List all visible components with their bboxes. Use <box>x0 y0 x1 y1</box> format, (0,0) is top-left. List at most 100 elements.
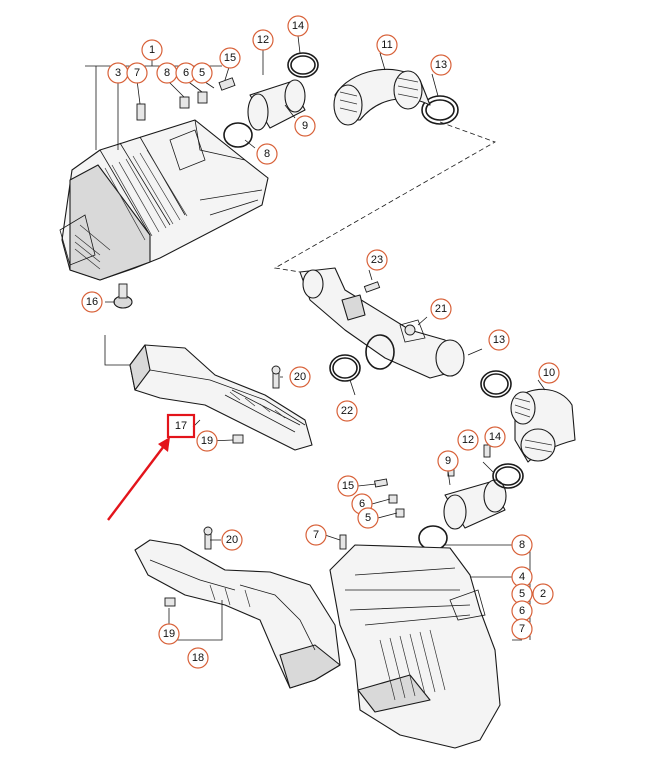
callout-8: 8 <box>256 143 278 165</box>
callout-circle <box>430 298 452 320</box>
callout-19: 19 <box>196 430 218 452</box>
callout-label: 11 <box>381 39 392 51</box>
callout-9: 9 <box>294 115 316 137</box>
callout-15: 15 <box>337 475 359 497</box>
hose-clamp-13-top <box>421 95 459 125</box>
callout-19: 19 <box>158 623 180 645</box>
callout-label: 13 <box>493 334 505 346</box>
callout-circle <box>126 62 148 84</box>
callout-16: 16 <box>81 291 103 313</box>
callout-label: 6 <box>183 67 189 79</box>
callout-label: 23 <box>371 254 383 266</box>
callout-label: 12 <box>257 34 269 46</box>
callout-circle <box>376 34 398 56</box>
callout-label: 3 <box>115 67 121 79</box>
pointer-arrowhead <box>158 437 170 452</box>
callout-circle <box>221 529 243 551</box>
callout-circle <box>511 618 533 640</box>
callout-label: 9 <box>302 120 308 132</box>
callout-5: 5 <box>357 507 379 529</box>
intake-hose-11 <box>333 68 431 126</box>
callout-4: 4 <box>511 566 533 588</box>
callout-13: 13 <box>488 329 510 351</box>
callout-circle <box>196 430 218 452</box>
callout-circle <box>141 39 163 61</box>
callout-label: 7 <box>313 529 319 541</box>
air-guide-17 <box>129 344 313 451</box>
callout-circle <box>430 54 452 76</box>
callout-label: 6 <box>519 605 525 617</box>
callout-label: 18 <box>192 652 204 664</box>
air-filter-housing-upper <box>59 119 269 281</box>
callout-circle <box>488 329 510 351</box>
hose-clamp-14-lower <box>492 463 524 489</box>
clip-19-lower <box>164 597 176 607</box>
callout-label: 1 <box>149 44 155 56</box>
sealing-ring-center <box>365 334 395 370</box>
callout-circle <box>287 15 309 37</box>
callout-12: 12 <box>457 429 479 451</box>
callout-label: 14 <box>292 20 304 32</box>
callout-circle <box>256 143 278 165</box>
callout-label: 20 <box>294 371 306 383</box>
callout-label: 5 <box>519 588 525 600</box>
callout-13: 13 <box>430 54 452 76</box>
highlight-box-part-17 <box>166 413 196 439</box>
callout-circle <box>511 534 533 556</box>
callout-12: 12 <box>252 29 274 51</box>
callout-22: 22 <box>336 400 358 422</box>
callout-label: 15 <box>342 480 354 492</box>
screw-23 <box>363 281 381 293</box>
callout-label: 17 <box>175 420 187 432</box>
callout-circle <box>305 524 327 546</box>
callout-7: 7 <box>126 62 148 84</box>
callout-circle <box>457 429 479 451</box>
air-filter-housing-lower <box>329 544 501 749</box>
maf-sensor-top <box>247 79 306 131</box>
callout-circle <box>158 623 180 645</box>
callout-label: 8 <box>519 539 525 551</box>
callout-20: 20 <box>289 366 311 388</box>
intake-pipe-21 <box>299 267 465 379</box>
callout-circle <box>484 426 506 448</box>
callout-8: 8 <box>511 534 533 556</box>
callout-label: 5 <box>199 67 205 79</box>
callout-label: 10 <box>543 367 555 379</box>
callout-circle <box>437 450 459 472</box>
callout-label: 14 <box>489 431 501 443</box>
intake-hose-10 <box>510 388 576 463</box>
hose-clamp-14-top <box>287 52 319 78</box>
callout-circle <box>336 400 358 422</box>
callout-6: 6 <box>511 600 533 622</box>
callout-circle <box>294 115 316 137</box>
callout-label: 22 <box>341 405 353 417</box>
callout-circle <box>191 62 213 84</box>
clip-19-mid <box>232 434 244 444</box>
maf-sensor-lower <box>443 479 507 530</box>
callout-1: 1 <box>141 39 163 61</box>
callout-14: 14 <box>287 15 309 37</box>
hose-clamp-13-mid <box>480 370 512 398</box>
callout-15: 15 <box>219 47 241 69</box>
callout-circle <box>538 362 560 384</box>
callout-circle <box>357 507 379 529</box>
screw-20-mid <box>271 365 281 389</box>
callout-7: 7 <box>511 618 533 640</box>
callout-label: 12 <box>462 434 474 446</box>
leader-lines <box>85 35 546 641</box>
callout-circle <box>187 647 209 669</box>
callout-7: 7 <box>305 524 327 546</box>
callout-2: 2 <box>532 583 554 605</box>
callout-circle <box>252 29 274 51</box>
callout-5: 5 <box>191 62 213 84</box>
callout-circle <box>532 583 554 605</box>
air-guide-18 <box>134 539 341 689</box>
callout-circle <box>289 366 311 388</box>
callout-23: 23 <box>366 249 388 271</box>
callout-label: 20 <box>226 534 238 546</box>
callout-label: 4 <box>519 571 525 583</box>
callout-label: 2 <box>540 588 546 600</box>
sealing-ring-top <box>223 122 253 148</box>
callout-label: 7 <box>519 623 525 635</box>
